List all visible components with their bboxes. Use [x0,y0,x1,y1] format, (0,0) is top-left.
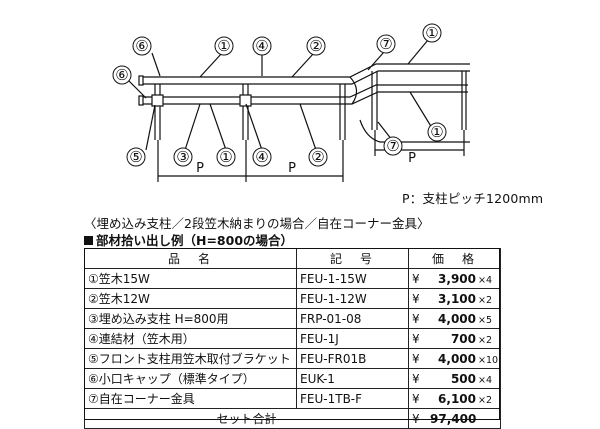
part-code: FEU-1J [296,328,409,349]
pitch-label-2: P [288,161,296,176]
header-code: 記号 [296,248,409,269]
header-name: 品名 [84,248,297,269]
callout-bottom-4: ④ [255,148,268,166]
total-label: セット合計 [84,408,409,429]
part-name: ⑦自在コーナー金具 [84,388,297,409]
callout-bottom-2: ③ [176,148,189,166]
part-code: FEU-1-12W [296,288,409,309]
part-price: ¥4,000×10 [408,348,501,369]
part-price: ¥3,100×2 [408,288,501,309]
callout-left: ⑥ [115,66,128,84]
pitch-label-1: P [196,161,204,176]
part-name: ③埋め込み支柱 H=800用 [84,308,297,329]
part-price: ¥4,000×5 [408,308,501,329]
total-row: セット合計 ¥97,400 [84,408,501,429]
table-row: ④連結材（笠木用） FEU-1J ¥700×2 [84,328,501,349]
callout-top-6: ① [425,24,438,42]
part-code: FEU-1TB-F [296,388,409,409]
part-price: ¥700×2 [408,328,501,349]
part-name: ④連結材（笠木用） [84,328,297,349]
callout-bottom-3: ① [219,148,232,166]
callout-top-3: ④ [255,37,268,55]
callout-bottom-1: ⑤ [129,148,142,166]
total-price: ¥97,400 [408,408,501,429]
table-row: ⑤フロント支柱用笠木取付ブラケット FEU-FR01B ¥4,000×10 [84,348,501,369]
header-price: 価格 [408,248,501,269]
callout-top-5: ⑦ [379,35,392,53]
part-price: ¥3,900×4 [408,268,501,289]
pitch-label-3: P [408,151,416,166]
pitch-note: P：支柱ピッチ1200mm [402,191,544,206]
table-row: ⑦自在コーナー金具 FEU-1TB-F ¥6,100×2 [84,388,501,409]
railing-diagram: ⑥ ① ④ ② ⑦ ① ⑥ ⑤ ③ ① ④ ② ① ⑦ P P P [112,23,470,182]
table-row: ①笠木15W FEU-1-15W ¥3,900×4 [84,268,501,289]
callout-bottom-5: ② [311,148,324,166]
subtitle-text: 部材拾い出し例（H=800の場合） [96,233,294,248]
part-name: ⑥小口キャップ（標準タイプ） [84,368,297,389]
parts-table: 品名 記号 価格 ①笠木15W FEU-1-15W ¥3,900×4 ②笠木12… [84,248,501,429]
part-name: ②笠木12W [84,288,297,309]
part-code: EUK-1 [296,368,409,389]
table-row: ②笠木12W FEU-1-12W ¥3,100×2 [84,288,501,309]
part-price: ¥6,100×2 [408,388,501,409]
page-subtitle: 部材拾い出し例（H=800の場合） [84,230,293,249]
table-header-row: 品名 記号 価格 [84,248,501,269]
callout-top-4: ② [309,37,322,55]
callout-right-1: ① [430,123,443,141]
part-price: ¥500×4 [408,368,501,389]
part-code: FEU-FR01B [296,348,409,369]
callout-top-1: ⑥ [135,37,148,55]
callout-top-2: ① [217,37,230,55]
part-code: FEU-1-15W [296,268,409,289]
page-title: 〈埋め込み支柱／2段笠木納まりの場合／自在コーナー金具〉 [84,216,430,231]
table-row: ③埋め込み支柱 H=800用 FRP-01-08 ¥4,000×5 [84,308,501,329]
square-bullet-icon [84,236,93,245]
part-name: ⑤フロント支柱用笠木取付ブラケット [84,348,297,369]
table-row: ⑥小口キャップ（標準タイプ） EUK-1 ¥500×4 [84,368,501,389]
callout-right-2: ⑦ [386,137,399,155]
part-code: FRP-01-08 [296,308,409,329]
part-name: ①笠木15W [84,268,297,289]
